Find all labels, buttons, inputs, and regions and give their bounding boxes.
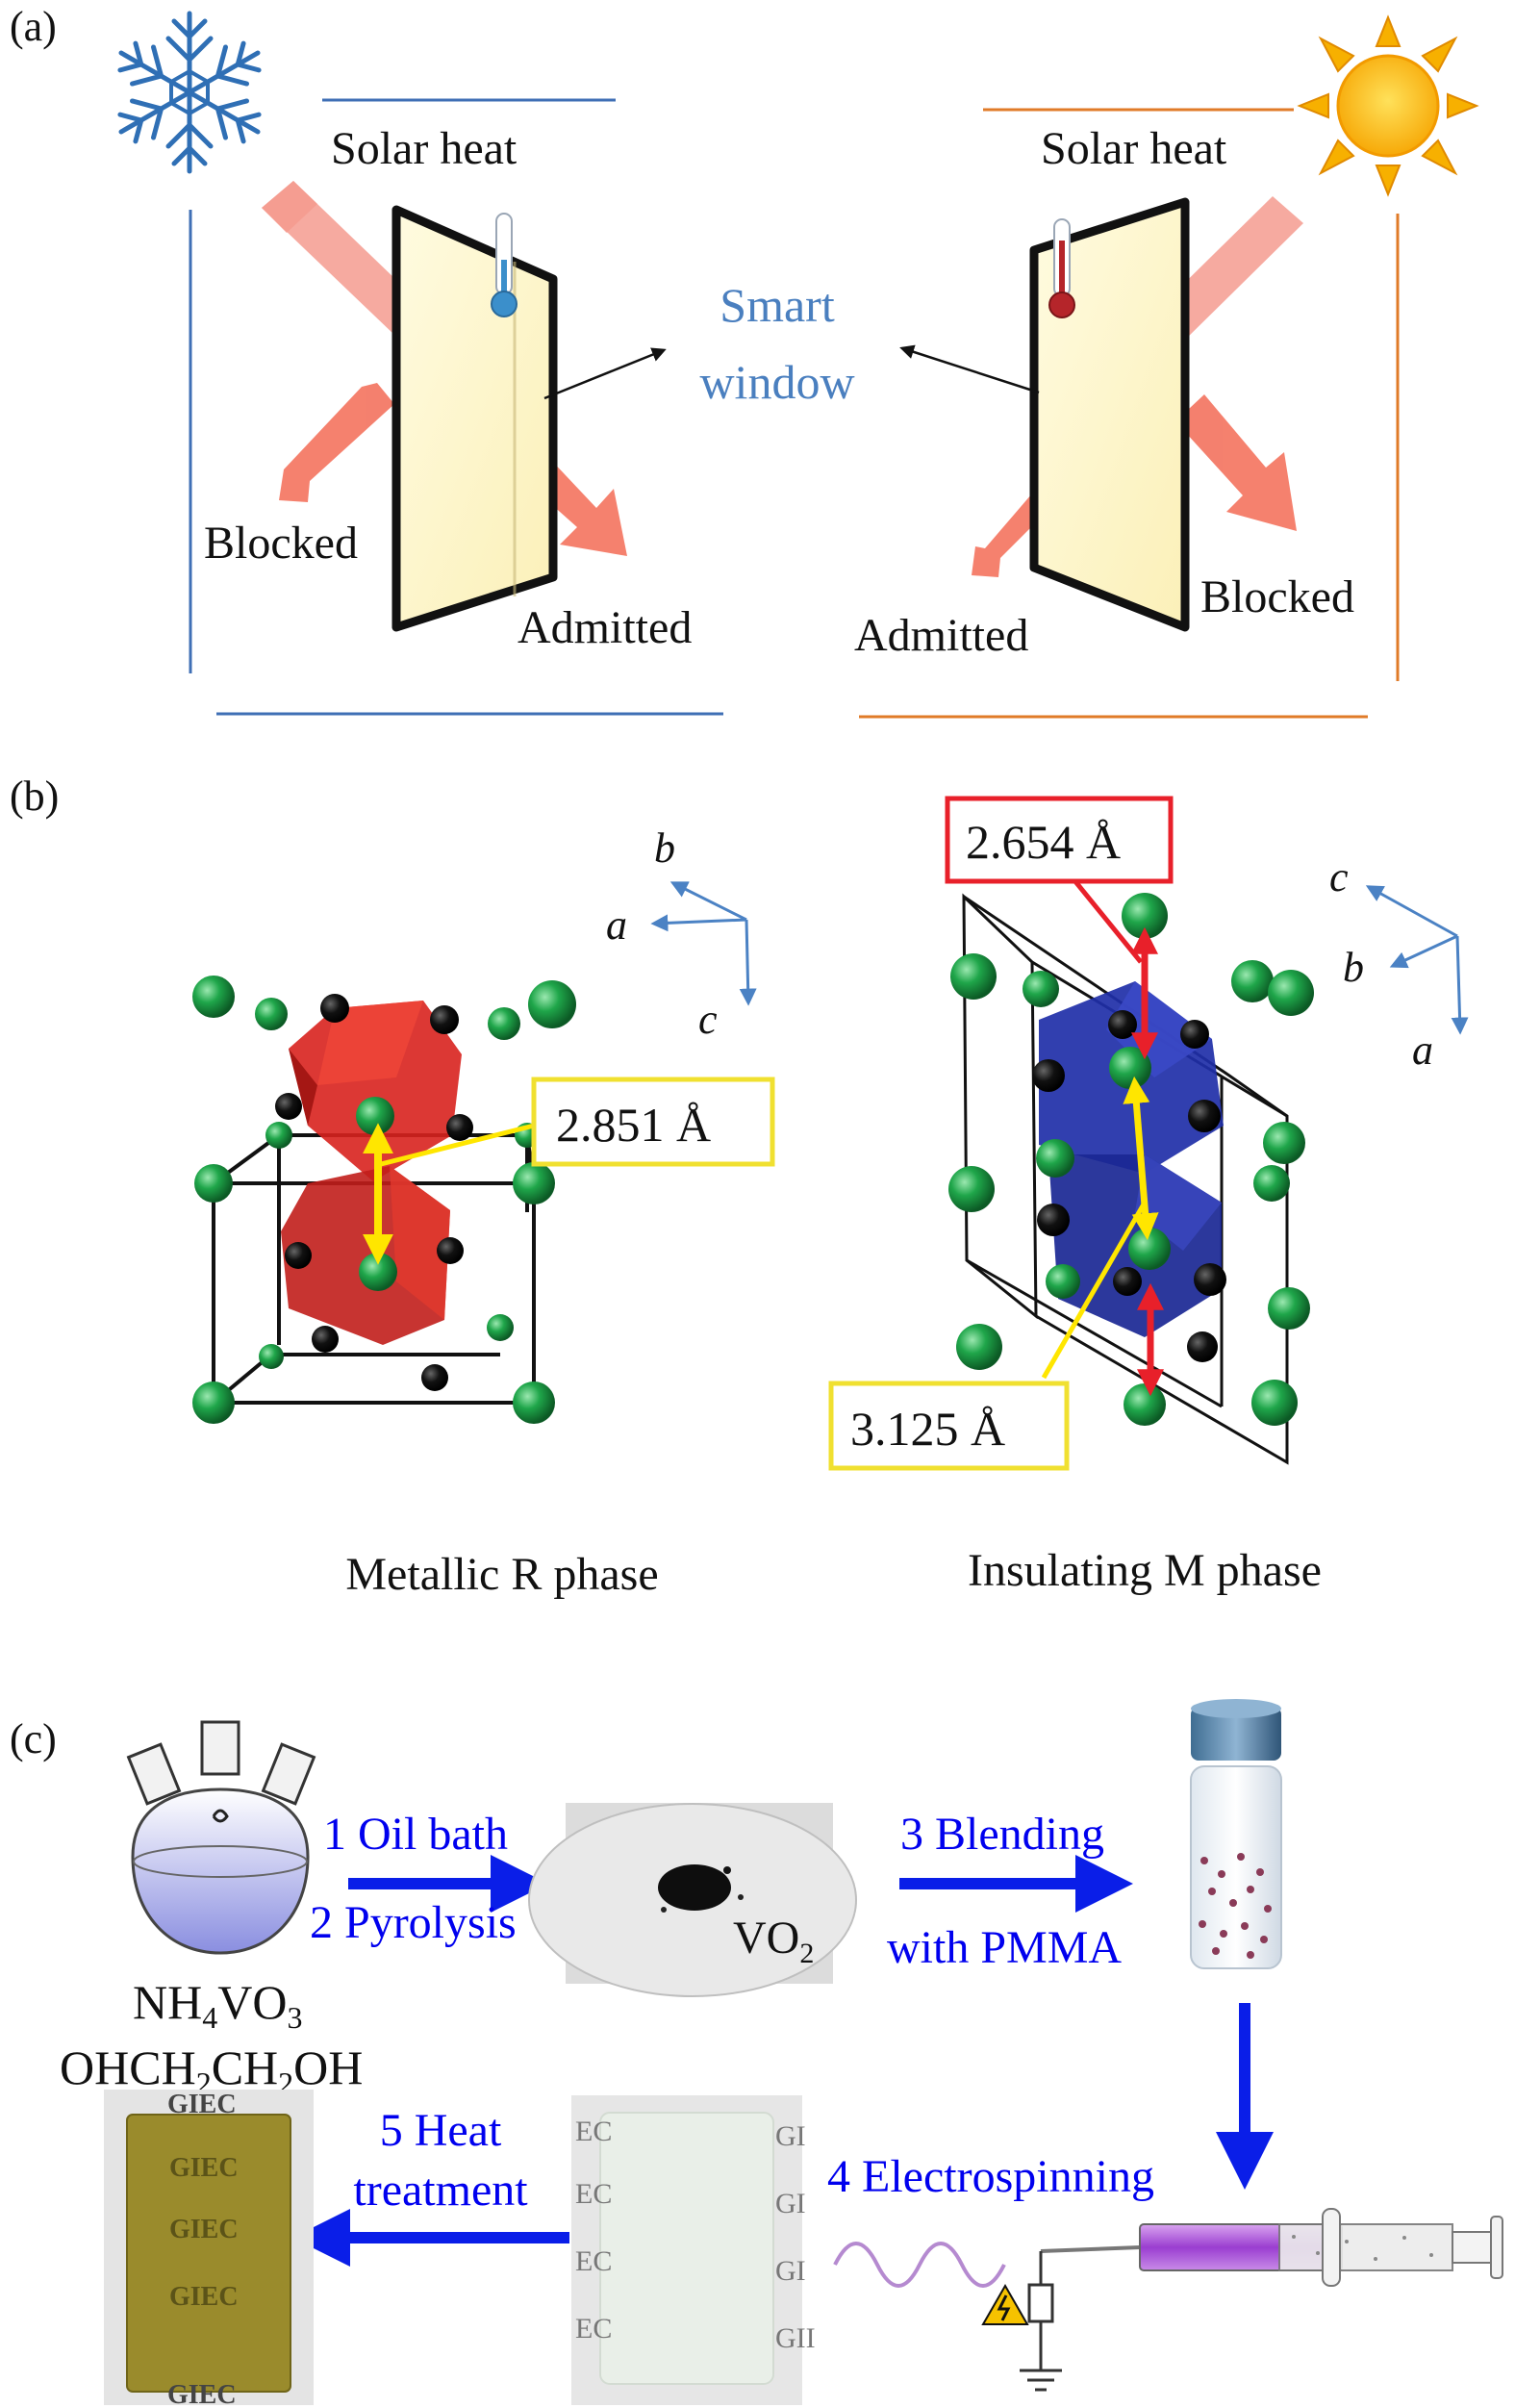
r-phase-caption: Metallic R phase [345, 1549, 658, 1600]
r-polyhedra [281, 1001, 462, 1345]
svg-text:EC: EC [575, 2116, 612, 2147]
r-phase-axes [650, 881, 757, 1006]
fiber-wave [833, 2242, 1006, 2288]
left-blocked-arrow [279, 383, 394, 502]
m-axis-c-label: c [1329, 853, 1349, 900]
m-distance-top-box [945, 796, 1174, 884]
svg-text:EC: EC [575, 2178, 612, 2210]
cold-frame [189, 98, 723, 716]
right-admitted-label: Admitted [854, 610, 1028, 661]
giec-watermark-4: GIEC [169, 2282, 239, 2312]
step-2-label: 2 Pyrolysis [310, 1897, 517, 1948]
left-blocked-label: Blocked [204, 518, 358, 569]
r-axis-a-label: a [606, 901, 627, 949]
panel-b-label: (b) [10, 773, 59, 820]
hot-thermometer-icon [1048, 218, 1075, 318]
panel-b: (b) b a c [10, 773, 1469, 1600]
m-axis-a-label: a [1412, 1027, 1433, 1074]
m-distance-top-label: 2.654 Å [966, 815, 1121, 869]
chem-ethylene-glycol: OHCH2CH2OH [60, 2040, 363, 2100]
electrospinning-syringe-icon [1040, 2208, 1503, 2287]
giec-watermark-1: GIEC [167, 2090, 237, 2119]
high-voltage-source-icon [981, 2251, 1062, 2392]
step-1-label: 1 Oil bath [323, 1809, 508, 1860]
svg-text:GI: GI [775, 2255, 806, 2287]
giec-watermark-3: GIEC [169, 2215, 239, 2244]
svg-text:EC: EC [575, 2245, 612, 2277]
giec-watermark-2: GIEC [169, 2153, 239, 2183]
snowflake-icon [111, 11, 268, 171]
step-3b-label: with PMMA [887, 1922, 1122, 1973]
r-axis-b-label: b [654, 824, 675, 872]
fiber-mat-photo: EC EC EC EC GI GI GI GII [571, 2095, 816, 2405]
smart-window-label-line1: Smart [720, 278, 835, 332]
left-admitted-label: Admitted [518, 602, 692, 653]
m-distance-bottom-box [828, 1381, 1070, 1471]
sun-icon [1297, 14, 1479, 197]
m-distance-bottom-label: 3.125 Å [850, 1402, 1005, 1456]
chem-nh4vo3: NH4VO3 [133, 1975, 302, 2035]
giec-watermark-5: GIEC [167, 2380, 237, 2408]
m-phase-structure [948, 852, 1314, 1465]
right-pointer-arrow [899, 344, 1040, 394]
step-5-label-line1: 5 Heat [380, 2105, 502, 2156]
r-phase-structure [192, 976, 576, 1424]
left-solar-heat-label: Solar heat [331, 123, 518, 174]
panel-a-label: (a) [10, 3, 57, 50]
svg-text:EC: EC [575, 2313, 612, 2345]
step-3-label: 3 Blending [900, 1809, 1104, 1860]
panel-a: (a) [10, 3, 1479, 719]
three-neck-flask-icon [126, 1720, 316, 1955]
cold-thermometer-icon [491, 213, 518, 317]
svg-text:GII: GII [775, 2322, 816, 2354]
pmma-vial-icon [1190, 1699, 1282, 1969]
r-distance-label: 2.851 Å [556, 1098, 711, 1152]
left-incoming-arrow [262, 181, 423, 335]
heat-treated-film-photo: GIEC GIEC GIEC GIEC GIEC [104, 2090, 314, 2408]
panel-c-label: (c) [10, 1715, 57, 1762]
r-axis-c-label: c [698, 996, 718, 1043]
step-4-label: 4 Electrospinning [827, 2151, 1154, 2202]
m-axis-b-label: b [1343, 944, 1364, 991]
left-window [391, 205, 558, 632]
vo2-label: VO2 [733, 1913, 814, 1969]
step-5-label-line2: treatment [353, 2165, 528, 2216]
right-solar-heat-label: Solar heat [1041, 123, 1227, 174]
svg-text:GI: GI [775, 2188, 806, 2219]
vo2-powder-photo: VO2 [528, 1803, 857, 1997]
right-blocked-label: Blocked [1200, 571, 1354, 622]
right-blocked-arrow [1175, 394, 1297, 531]
svg-text:GI: GI [775, 2120, 806, 2152]
m-phase-caption: Insulating M phase [968, 1545, 1322, 1596]
smart-window-label-line2: window [699, 355, 854, 409]
hot-frame [859, 108, 1400, 719]
r-distance-box [531, 1077, 775, 1167]
m-phase-axes [1365, 885, 1469, 1035]
panel-c: (c) NH4VO3 OHCH2CH2OH 1 Oil bath 2 Pyrol… [10, 1699, 1503, 2408]
left-pointer-arrow [543, 347, 667, 400]
